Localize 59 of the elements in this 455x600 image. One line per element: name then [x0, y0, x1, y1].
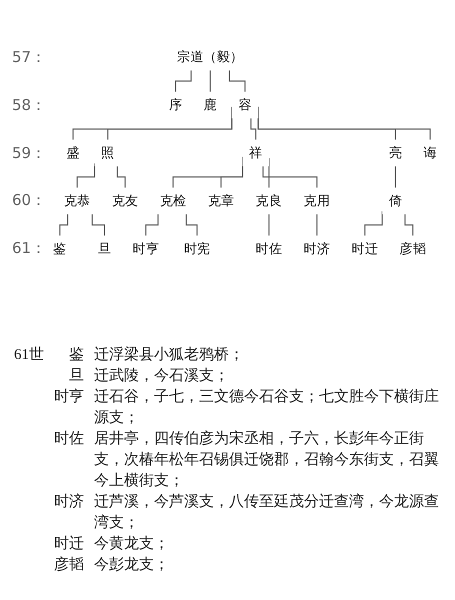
- node-text: 时佐: [256, 240, 282, 256]
- connector: [316, 214, 318, 236]
- node-text: 克用: [304, 192, 330, 208]
- person-name: 时亨: [54, 388, 84, 407]
- connector: [116, 166, 126, 188]
- connector: [250, 118, 256, 140]
- connector: [364, 211, 383, 236]
- node-text: 照: [101, 144, 114, 160]
- connector: [172, 156, 244, 188]
- node-text: 鉴: [53, 240, 66, 256]
- person-name: 时佐: [54, 430, 84, 449]
- generation-label: 58：: [12, 96, 46, 115]
- connector: [186, 214, 198, 236]
- connector: [228, 70, 246, 92]
- node-text: 克检: [160, 192, 186, 208]
- connector: [92, 214, 106, 236]
- connector: [394, 166, 396, 188]
- description-text: 迁芦溪，今芦溪支，八传至廷茂分迁查湾，今龙源查湾支；: [94, 492, 440, 533]
- node-text: 克友: [112, 192, 138, 208]
- node-text: 克良: [256, 192, 282, 208]
- connector: [268, 214, 270, 236]
- node-text: 倚: [388, 192, 402, 208]
- node-text: 克章: [208, 192, 234, 208]
- node-text: 盛: [66, 144, 80, 160]
- description-text: 居井亭，四传伯彦为宋丞相，子六，长彭年今正街支，次椿年松年召锡俱迁饶郡，召翰今东街支，召翼今上横街支；: [94, 429, 440, 491]
- node-text: 时迁: [352, 240, 378, 256]
- connector: [220, 162, 244, 188]
- node-text: 彦韬: [400, 240, 426, 256]
- generation-label: 61：: [12, 239, 46, 258]
- node-text: 旦: [98, 240, 112, 256]
- generation-label: 57：: [12, 48, 46, 67]
- node-text: 宗道（毅）: [177, 48, 244, 65]
- description-text: 今彭龙支；: [94, 556, 169, 575]
- node-text: 亮: [388, 144, 402, 160]
- person-name: 时济: [54, 492, 84, 512]
- generation-label: 59：: [12, 144, 46, 162]
- description-text: 迁武陵，今石溪支；: [94, 366, 229, 386]
- generation-heading: 61世: [14, 346, 44, 365]
- person-name: 时迁: [54, 534, 84, 554]
- connector: [262, 166, 270, 188]
- node-text: 时亨: [132, 240, 160, 256]
- description-text: 今黄龙支；: [94, 534, 169, 554]
- person-name: 旦: [69, 367, 84, 386]
- connector: [404, 214, 414, 236]
- person-name: 彦韬: [54, 555, 84, 575]
- connector: [145, 214, 159, 236]
- connector: [59, 214, 68, 236]
- node-text: 时济: [304, 240, 330, 256]
- node-text: 诲: [424, 144, 437, 160]
- node-text: 时宪: [184, 240, 210, 256]
- node-text: 鹿: [204, 96, 217, 112]
- description-text: 迁浮梁县小狐老鸦桥；: [94, 345, 244, 365]
- person-name: 鉴: [69, 346, 84, 365]
- generation-label: 60：: [12, 191, 46, 210]
- description-text: 迁石谷，子七，三文德今石谷支；七文胜今下横街庄源支；: [94, 388, 440, 428]
- connector: [175, 70, 192, 92]
- node-text: 克恭: [64, 192, 90, 208]
- node-text: 序: [168, 96, 182, 112]
- connector: [210, 70, 211, 92]
